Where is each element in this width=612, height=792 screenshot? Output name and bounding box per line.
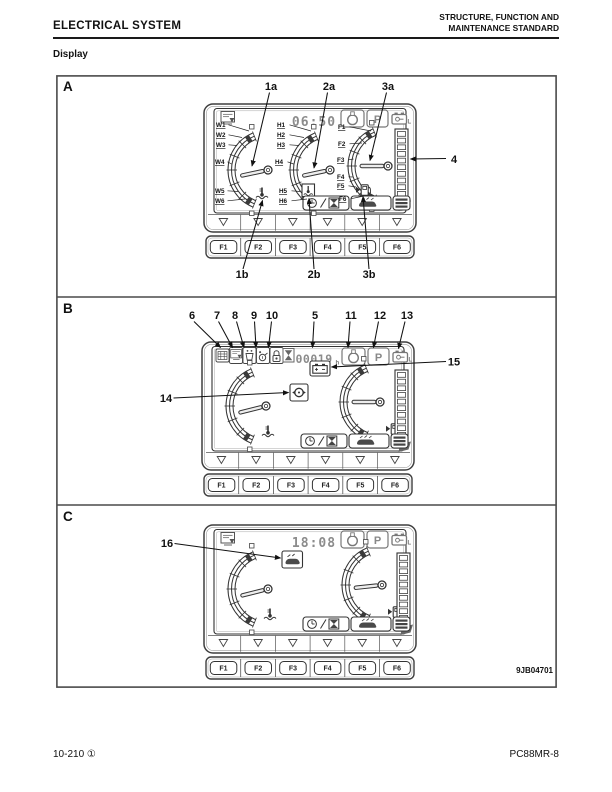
gauge-zone-label: F1 bbox=[338, 124, 346, 131]
callout-8: 8 bbox=[232, 310, 238, 322]
callouts-a: 1a 2a 3a 4 1b 2b 3b bbox=[236, 81, 458, 281]
callouts-c: 16 bbox=[161, 538, 282, 560]
gauge-zone-label: W1 bbox=[216, 122, 226, 129]
section-label-c: C bbox=[63, 509, 73, 524]
gauge-zone-label: W3 bbox=[216, 142, 226, 149]
callout-3b: 3b bbox=[363, 269, 376, 281]
panel-a: 06:50 W1 W2 W3 W4 W5 W6 H1 H2 H3 H4 H5 H… bbox=[203, 103, 417, 259]
gauge-zone-label: F2 bbox=[338, 141, 346, 148]
function-key-row bbox=[203, 473, 413, 497]
gauge-zone-label: H4 bbox=[275, 159, 284, 166]
callout-9: 9 bbox=[251, 310, 257, 322]
engine-oil-icon bbox=[256, 347, 270, 364]
gauge-zone-label: F5 bbox=[337, 183, 345, 190]
callout-3a: 3a bbox=[382, 81, 395, 93]
callout-15: 15 bbox=[448, 357, 460, 369]
panel-b: 00019 h bbox=[201, 341, 415, 497]
doc-title-line2: MAINTENANCE STANDARD bbox=[448, 23, 559, 34]
page-number-mark: ① bbox=[86, 749, 96, 760]
callout-6: 6 bbox=[189, 310, 195, 322]
callout-14: 14 bbox=[160, 393, 173, 405]
page-subtitle: Display bbox=[53, 49, 88, 60]
hour-meter-unit: h bbox=[336, 361, 340, 367]
swing-lock-icon bbox=[269, 347, 284, 364]
hydraulic-temp-icon bbox=[301, 183, 316, 198]
callout-13: 13 bbox=[401, 310, 413, 322]
callout-2a: 2a bbox=[323, 81, 336, 93]
callout-7: 7 bbox=[214, 310, 220, 322]
gauge-zone-label: H3 bbox=[277, 142, 286, 149]
bottom-icon-row bbox=[300, 433, 409, 449]
figure-code: 9JB04701 bbox=[516, 666, 553, 675]
auto-decel-icon bbox=[289, 383, 309, 402]
gauge-zone-connectors bbox=[348, 126, 372, 200]
gauge-zone-connectors bbox=[287, 124, 312, 202]
working-mode-icon bbox=[281, 550, 304, 569]
model-number: PC88MR-8 bbox=[509, 749, 559, 760]
gauge-zone-label: H2 bbox=[277, 132, 286, 139]
section-label-a: A bbox=[63, 79, 73, 94]
panel-c: 18:08 bbox=[203, 524, 417, 680]
gauge-zone-label: W6 bbox=[215, 198, 225, 205]
gauge-zone-label: W4 bbox=[215, 159, 225, 166]
page-number: 10-210 ① bbox=[53, 749, 96, 760]
callout-1b: 1b bbox=[236, 269, 249, 281]
callout-10: 10 bbox=[266, 310, 278, 322]
callout-2b: 2b bbox=[308, 269, 321, 281]
display-figure: F1 F2 F3 F4 F5 F6 P L bbox=[56, 75, 557, 688]
page-number-text: 10-210 bbox=[53, 749, 85, 760]
gauge-zone-label: H6 bbox=[279, 198, 288, 205]
callout-12: 12 bbox=[374, 310, 386, 322]
callouts-b: 6 7 8 9 10 5 11 12 13 14 15 bbox=[160, 310, 460, 405]
gauge-zone-label: W2 bbox=[216, 132, 226, 139]
bottom-icon-row bbox=[302, 195, 411, 211]
bottom-icon-row bbox=[302, 616, 411, 632]
service-meter-icon bbox=[282, 348, 295, 363]
callout-11: 11 bbox=[345, 310, 357, 322]
coolant-level-icon bbox=[215, 348, 230, 363]
header-rule bbox=[53, 37, 559, 39]
gauge-zone-label: W5 bbox=[215, 188, 225, 195]
section-label-b: B bbox=[63, 301, 73, 316]
gauge-zone-label: F4 bbox=[337, 174, 345, 181]
clock-display: 18:08 bbox=[292, 536, 336, 551]
doc-title-line1: STRUCTURE, FUNCTION AND bbox=[439, 12, 559, 22]
gauge-zone-label: H1 bbox=[277, 122, 286, 129]
callout-16: 16 bbox=[161, 538, 173, 550]
callout-5: 5 bbox=[312, 310, 318, 322]
monitor-icon bbox=[230, 348, 243, 364]
callout-1a: 1a bbox=[265, 81, 278, 93]
chapter-title: ELECTRICAL SYSTEM bbox=[53, 20, 182, 32]
function-key-row bbox=[205, 656, 415, 680]
monitor-icon bbox=[220, 532, 235, 546]
battery-charge-warning-icon bbox=[309, 360, 331, 377]
gauge-zone-connectors bbox=[227, 124, 250, 202]
gauge-zone-label: F3 bbox=[337, 157, 345, 164]
gauge-zone-label: F6 bbox=[339, 196, 347, 203]
clock-display: 06:50 bbox=[292, 115, 336, 130]
gauge-zone-label: H5 bbox=[279, 188, 288, 195]
doc-title: STRUCTURE, FUNCTION AND MAINTENANCE STAN… bbox=[439, 12, 559, 35]
callout-4: 4 bbox=[451, 154, 458, 166]
function-key-row bbox=[205, 235, 415, 259]
